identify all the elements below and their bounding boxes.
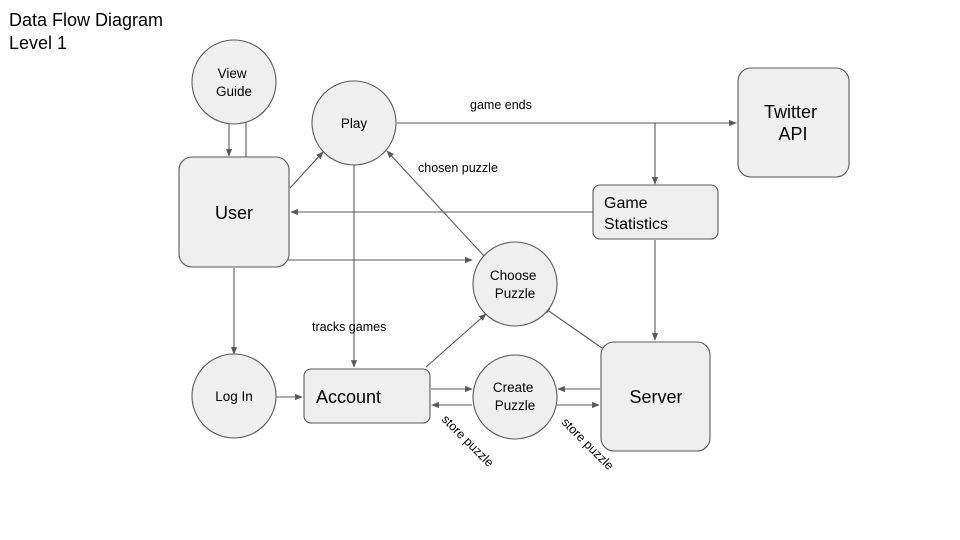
create-puzzle-label: Create Puzzle — [493, 380, 537, 413]
user-entity — [178, 156, 290, 268]
twitter-api-entity — [737, 67, 850, 178]
diagram-title-line-1: Data Flow Diagram — [9, 10, 164, 30]
twitter-api-label-line-1: Twitter — [764, 102, 817, 122]
create-puzzle-label-line-2: Puzzle — [495, 398, 536, 413]
flow-label-chosen-puzzle: chosen puzzle — [418, 161, 498, 175]
create-puzzle-label-line-1: Create — [493, 380, 534, 395]
view-guide-label-line-2: Guide — [216, 84, 252, 99]
choose-puzzle-label-line-1: Choose — [490, 268, 537, 283]
play-label: Play — [341, 116, 368, 131]
flow-label-tracks-games: tracks games — [312, 320, 386, 334]
game-statistics-store — [592, 184, 719, 240]
choose-puzzle-process — [472, 241, 558, 327]
view-guide-label: View Guide — [216, 66, 252, 99]
view-guide-process — [191, 39, 277, 125]
user-label: User — [215, 203, 253, 223]
account-label: Account — [316, 387, 381, 407]
edge-user-to-play — [289, 151, 324, 189]
diagram-title-line-2: Level 1 — [9, 33, 68, 53]
choose-puzzle-label: Choose Puzzle — [490, 268, 540, 301]
edge-account-to-choosepuzzle — [425, 313, 487, 368]
game-statistics-label-line-2: Statistics — [604, 216, 668, 233]
edge-server-to-choosepuzzle — [542, 306, 603, 349]
server-entity — [600, 341, 711, 452]
view-guide-label-line-1: View — [218, 66, 247, 81]
diagram-title: Data Flow Diagram Level 1 — [9, 9, 163, 55]
flow-label-game-ends: game ends — [470, 98, 532, 112]
twitter-api-label: Twitter API — [764, 102, 822, 144]
account-store — [303, 368, 431, 424]
game-statistics-label-line-1: Game — [604, 195, 648, 212]
edge-choosepuzzle-to-play — [386, 150, 485, 257]
twitter-api-label-line-2: API — [778, 124, 807, 144]
create-puzzle-process — [472, 354, 558, 440]
server-label: Server — [629, 387, 682, 407]
log-in-process — [191, 353, 277, 439]
play-process — [311, 80, 397, 166]
choose-puzzle-label-line-2: Puzzle — [495, 286, 536, 301]
game-statistics-label: Game Statistics — [604, 195, 668, 233]
log-in-label: Log In — [215, 389, 253, 404]
